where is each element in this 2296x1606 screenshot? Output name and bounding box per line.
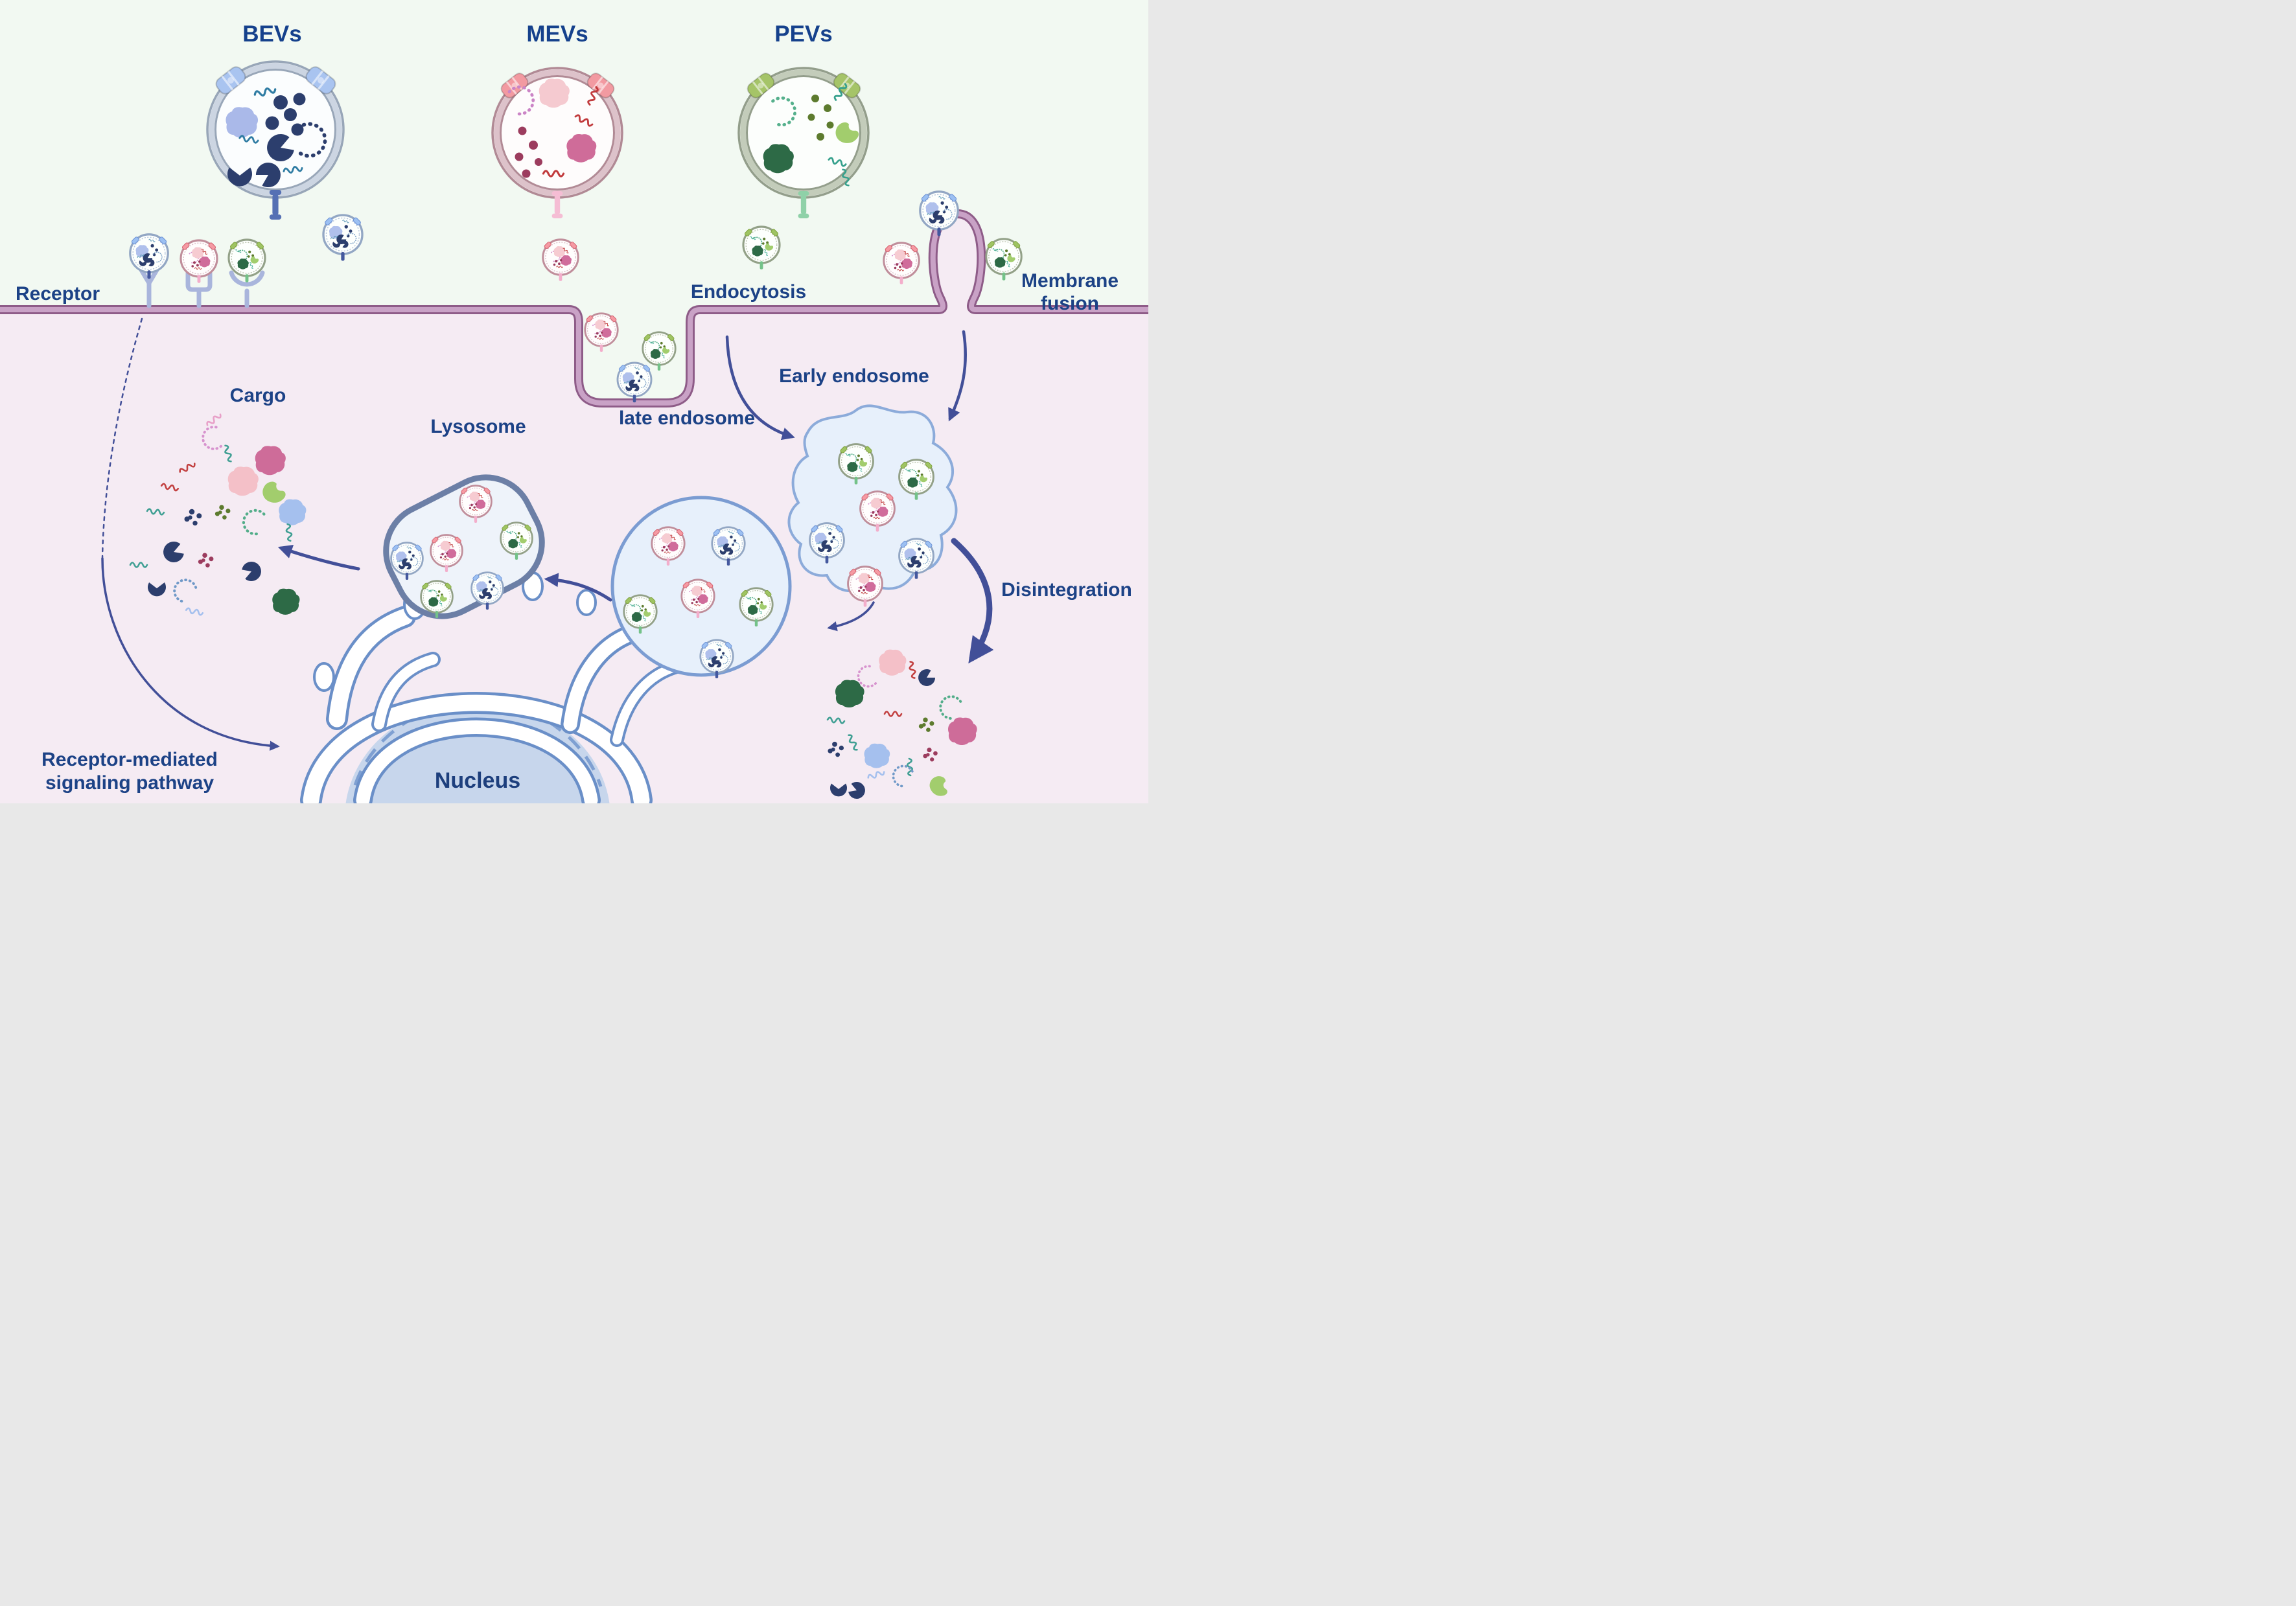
label-mevs: MEVs [526, 21, 588, 47]
arrow-lysosome-to-cargo [277, 544, 360, 571]
label-signaling-2: signaling pathway [45, 772, 214, 794]
label-disintegration: Disintegration [1001, 579, 1132, 601]
label-lysosome: Lysosome [430, 416, 526, 437]
bev-vesicle [206, 60, 345, 220]
label-late-endosome: late endosome [619, 407, 755, 429]
signaling-path-dashed [101, 317, 143, 560]
receptor-cup [229, 270, 265, 308]
label-signaling-1: Receptor-mediated [41, 749, 218, 770]
arrow-early-endosome-to-disintegration [951, 538, 994, 664]
pev-vesicle [737, 67, 870, 218]
label-membrane-fusion-2: fusion [1041, 293, 1099, 314]
plasma-membrane [0, 209, 1148, 407]
label-nucleus: Nucleus [435, 768, 520, 793]
label-receptor: Receptor [16, 283, 100, 304]
label-membrane-fusion-1: Membrane [1021, 270, 1119, 292]
label-endocytosis: Endocytosis [691, 281, 806, 303]
arrow-late-endosome-to-lysosome [544, 573, 612, 602]
arrow-signaling-to-nucleus [101, 557, 280, 751]
label-cargo: Cargo [230, 385, 286, 406]
arrow-fusion-to-early-endosome [948, 330, 968, 422]
ev-uptake-diagram: BEVs MEVs PEVs Receptor Endocytosis Memb… [0, 0, 1148, 803]
cytoplasm-background [0, 214, 1148, 803]
label-early-endosome: Early endosome [779, 365, 929, 387]
arrow-early-to-late-endosome [827, 601, 875, 632]
receptor-u [185, 270, 213, 308]
label-pevs: PEVs [774, 21, 833, 47]
pathway-arrows [101, 317, 994, 751]
diagram-canvas: BEVs MEVs PEVs Receptor Endocytosis Memb… [0, 0, 1148, 803]
label-bevs: BEVs [242, 21, 301, 47]
mev-vesicle [491, 67, 623, 218]
arrow-endocytosis-to-early-endosome [725, 335, 795, 441]
